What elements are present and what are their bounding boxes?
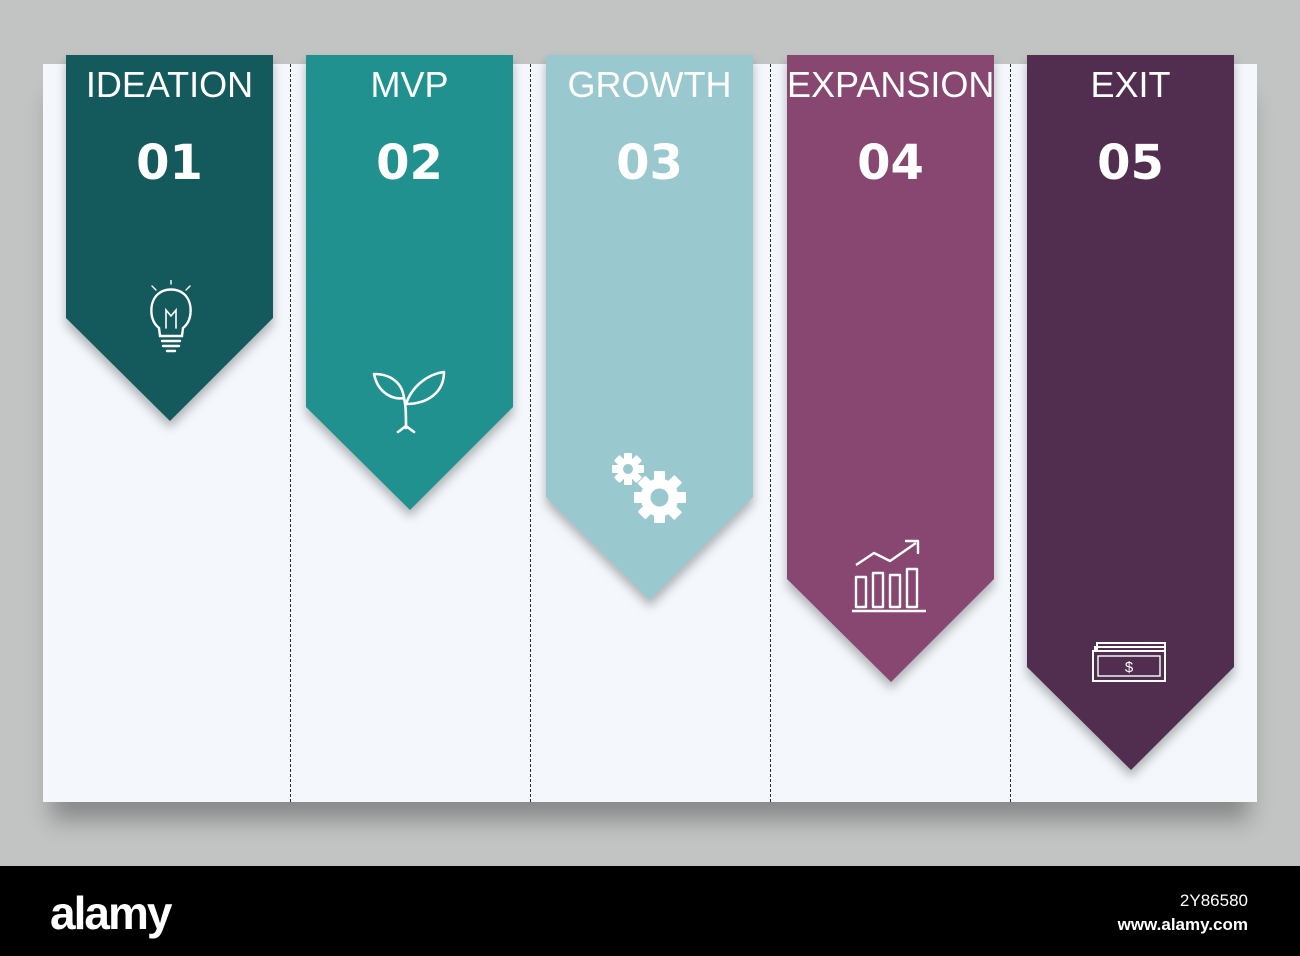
watermark-image-id: 2Y86580 [1179,891,1248,910]
step-title: MVP [370,64,449,105]
step-ribbon-growth: GROWTH 03 [546,55,753,600]
ribbon-shape [1027,55,1234,770]
step-number: 01 [136,135,203,191]
lightbulb-icon [146,280,196,356]
step-title: EXIT [1090,64,1171,105]
watermark-footer: alamy 2Y86580 www.alamy.com [0,866,1300,956]
ribbon-shape [787,55,994,682]
step-title: GROWTH [567,64,732,105]
money-icon: $ [1091,641,1171,683]
step-title: IDEATION [85,64,254,105]
step-number: 04 [857,135,924,191]
svg-text:$: $ [1125,659,1134,676]
step-number: 02 [376,135,443,191]
step-ribbon-ideation: IDEATION 01 [66,55,273,421]
step-divider [290,64,291,802]
ribbon-shape [546,55,753,600]
step-ribbon-expansion: EXPANSION 04 [787,55,994,682]
watermark-logo: alamy [50,887,172,939]
step-divider [1010,64,1011,802]
growth-chart-icon [852,535,930,615]
step-title: EXPANSION [787,64,995,105]
sprout-icon [372,368,448,434]
ribbon-shape [66,55,273,421]
step-number: 03 [616,135,683,191]
step-number: 05 [1097,135,1164,191]
watermark-url: www.alamy.com [1117,915,1248,934]
gears-icon [612,453,688,525]
ribbon-shape [306,55,513,510]
step-ribbon-mvp: MVP 02 [306,55,513,510]
step-divider [770,64,771,802]
step-ribbon-exit: EXIT 05 $ [1027,55,1234,770]
step-divider [530,64,531,802]
